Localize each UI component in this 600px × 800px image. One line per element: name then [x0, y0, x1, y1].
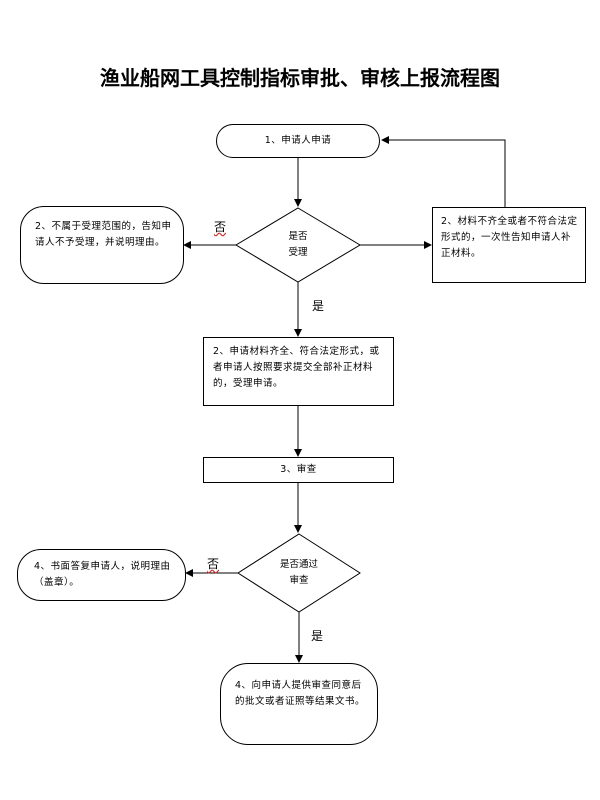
node-supplement-text: 2、材料不齐全或者不符合法定形式的，一次性告知申请人补正材料。 — [441, 216, 578, 259]
decision-accept-line2: 受理 — [288, 247, 308, 258]
node-not-accept: 2、不属于受理范围的，告知申请人不予受理，并说明理由。 — [20, 206, 184, 284]
node-review: 3、审查 — [203, 457, 394, 483]
node-approve-text: 4、向申请人提供审查同意后的批文或者证照等结果文书。 — [235, 680, 366, 707]
label-no-accept: 否 — [214, 220, 227, 234]
node-approve: 4、向申请人提供审查同意后的批文或者证照等结果文书。 — [220, 663, 378, 745]
node-supplement: 2、材料不齐全或者不符合法定形式的，一次性告知申请人补正材料。 — [432, 207, 586, 283]
label-yes-review: 是 — [311, 629, 324, 643]
decision-review-label: 是否通过 审查 — [259, 557, 339, 589]
node-review-text: 3、审查 — [280, 464, 317, 475]
node-accept: 2、申请材料齐全、符合法定形式，或者申请人按照要求提交全部补正材料的，受理申请。 — [203, 337, 394, 406]
node-not-accept-text: 2、不属于受理范围的，告知申请人不予受理，并说明理由。 — [35, 221, 172, 248]
decision-accept-line1: 是否 — [288, 231, 308, 242]
label-no-review: 否 — [207, 557, 220, 571]
label-yes-accept: 是 — [312, 299, 325, 313]
node-reply-text: 4、书面答复申请人，说明理由（盖章）。 — [34, 561, 171, 588]
node-apply: 1、申请人申请 — [216, 124, 380, 158]
decision-review-line1: 是否通过 — [279, 559, 318, 570]
page-title: 渔业船网工具控制指标审批、审核上报流程图 — [100, 66, 500, 90]
node-reply: 4、书面答复申请人，说明理由（盖章）。 — [17, 549, 186, 601]
decision-accept-label: 是否 受理 — [258, 229, 338, 261]
node-apply-text: 1、申请人申请 — [264, 135, 332, 146]
node-accept-text: 2、申请材料齐全、符合法定形式，或者申请人按照要求提交全部补正材料的，受理申请。 — [213, 346, 380, 389]
connector-supplement-to-apply — [381, 136, 506, 207]
decision-review-line2: 审查 — [289, 575, 309, 586]
